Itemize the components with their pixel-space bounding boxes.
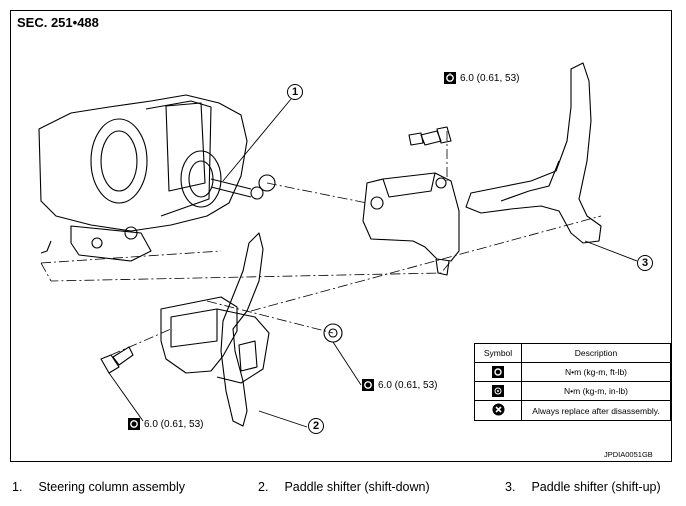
torque-spec-left: 6.0 (0.61, 53) bbox=[128, 418, 203, 430]
leader-1 bbox=[222, 98, 292, 182]
symbol-description: N•m (kg-m, in-lb) bbox=[521, 381, 671, 401]
paddle-shifter-up bbox=[362, 62, 602, 276]
table-row: N•m (kg-m, in-lb) bbox=[474, 381, 671, 401]
diagram-frame bbox=[10, 10, 672, 462]
torque-wrench-icon bbox=[128, 418, 140, 430]
torque-value: 6.0 (0.61, 53) bbox=[460, 72, 520, 84]
torque-wrench-icon bbox=[362, 379, 374, 391]
torque-spec-right: 6.0 (0.61, 53) bbox=[362, 379, 437, 391]
legend-label: Paddle shifter (shift-down) bbox=[284, 480, 430, 494]
callout-2: 2 bbox=[308, 418, 324, 434]
bolt-left bbox=[100, 346, 134, 374]
steering-column-assembly bbox=[38, 94, 276, 262]
paddle-shifter-down bbox=[160, 232, 270, 427]
leader-3 bbox=[584, 240, 638, 262]
legend-item-2: 2. Paddle shifter (shift-down) bbox=[258, 480, 430, 494]
torque-wrench-icon bbox=[492, 366, 504, 378]
legend-label: Steering column assembly bbox=[38, 480, 186, 494]
figure-id: JPDIA0051GB bbox=[604, 450, 653, 459]
symbol-header: Symbol bbox=[474, 343, 522, 363]
bolt-top bbox=[408, 126, 452, 146]
legend-label: Paddle shifter (shift-up) bbox=[531, 480, 661, 494]
symbol-table: Symbol Description N•m (kg-m, ft-lb) N•m… bbox=[474, 343, 671, 421]
legend-number: 2. bbox=[258, 480, 269, 494]
torque-value: 6.0 (0.61, 53) bbox=[378, 379, 438, 391]
torque-wrench-small-icon bbox=[492, 385, 504, 397]
description-header: Description bbox=[521, 343, 671, 363]
section-label: SEC. 251•488 bbox=[17, 15, 99, 30]
table-row: N•m (kg-m, ft-lb) bbox=[474, 362, 671, 382]
torque-wrench-icon bbox=[444, 72, 456, 84]
exploded-view-drawing bbox=[38, 62, 638, 428]
legend-number: 1. bbox=[12, 480, 23, 494]
legend-item-3: 3. Paddle shifter (shift-up) bbox=[505, 480, 661, 494]
legend-item-1: 1. Steering column assembly bbox=[12, 480, 185, 494]
legend-number: 3. bbox=[505, 480, 516, 494]
symbol-description: N•m (kg-m, ft-lb) bbox=[521, 362, 671, 382]
table-row: Always replace after disassembly. bbox=[474, 400, 671, 421]
symbol-description: Always replace after disassembly. bbox=[521, 400, 671, 421]
callout-3: 3 bbox=[637, 255, 653, 271]
replace-part-icon bbox=[492, 403, 504, 416]
leader-2 bbox=[258, 410, 308, 428]
torque-spec-top: 6.0 (0.61, 53) bbox=[444, 72, 519, 84]
torque-value: 6.0 (0.61, 53) bbox=[144, 418, 204, 430]
callout-1: 1 bbox=[287, 84, 303, 100]
